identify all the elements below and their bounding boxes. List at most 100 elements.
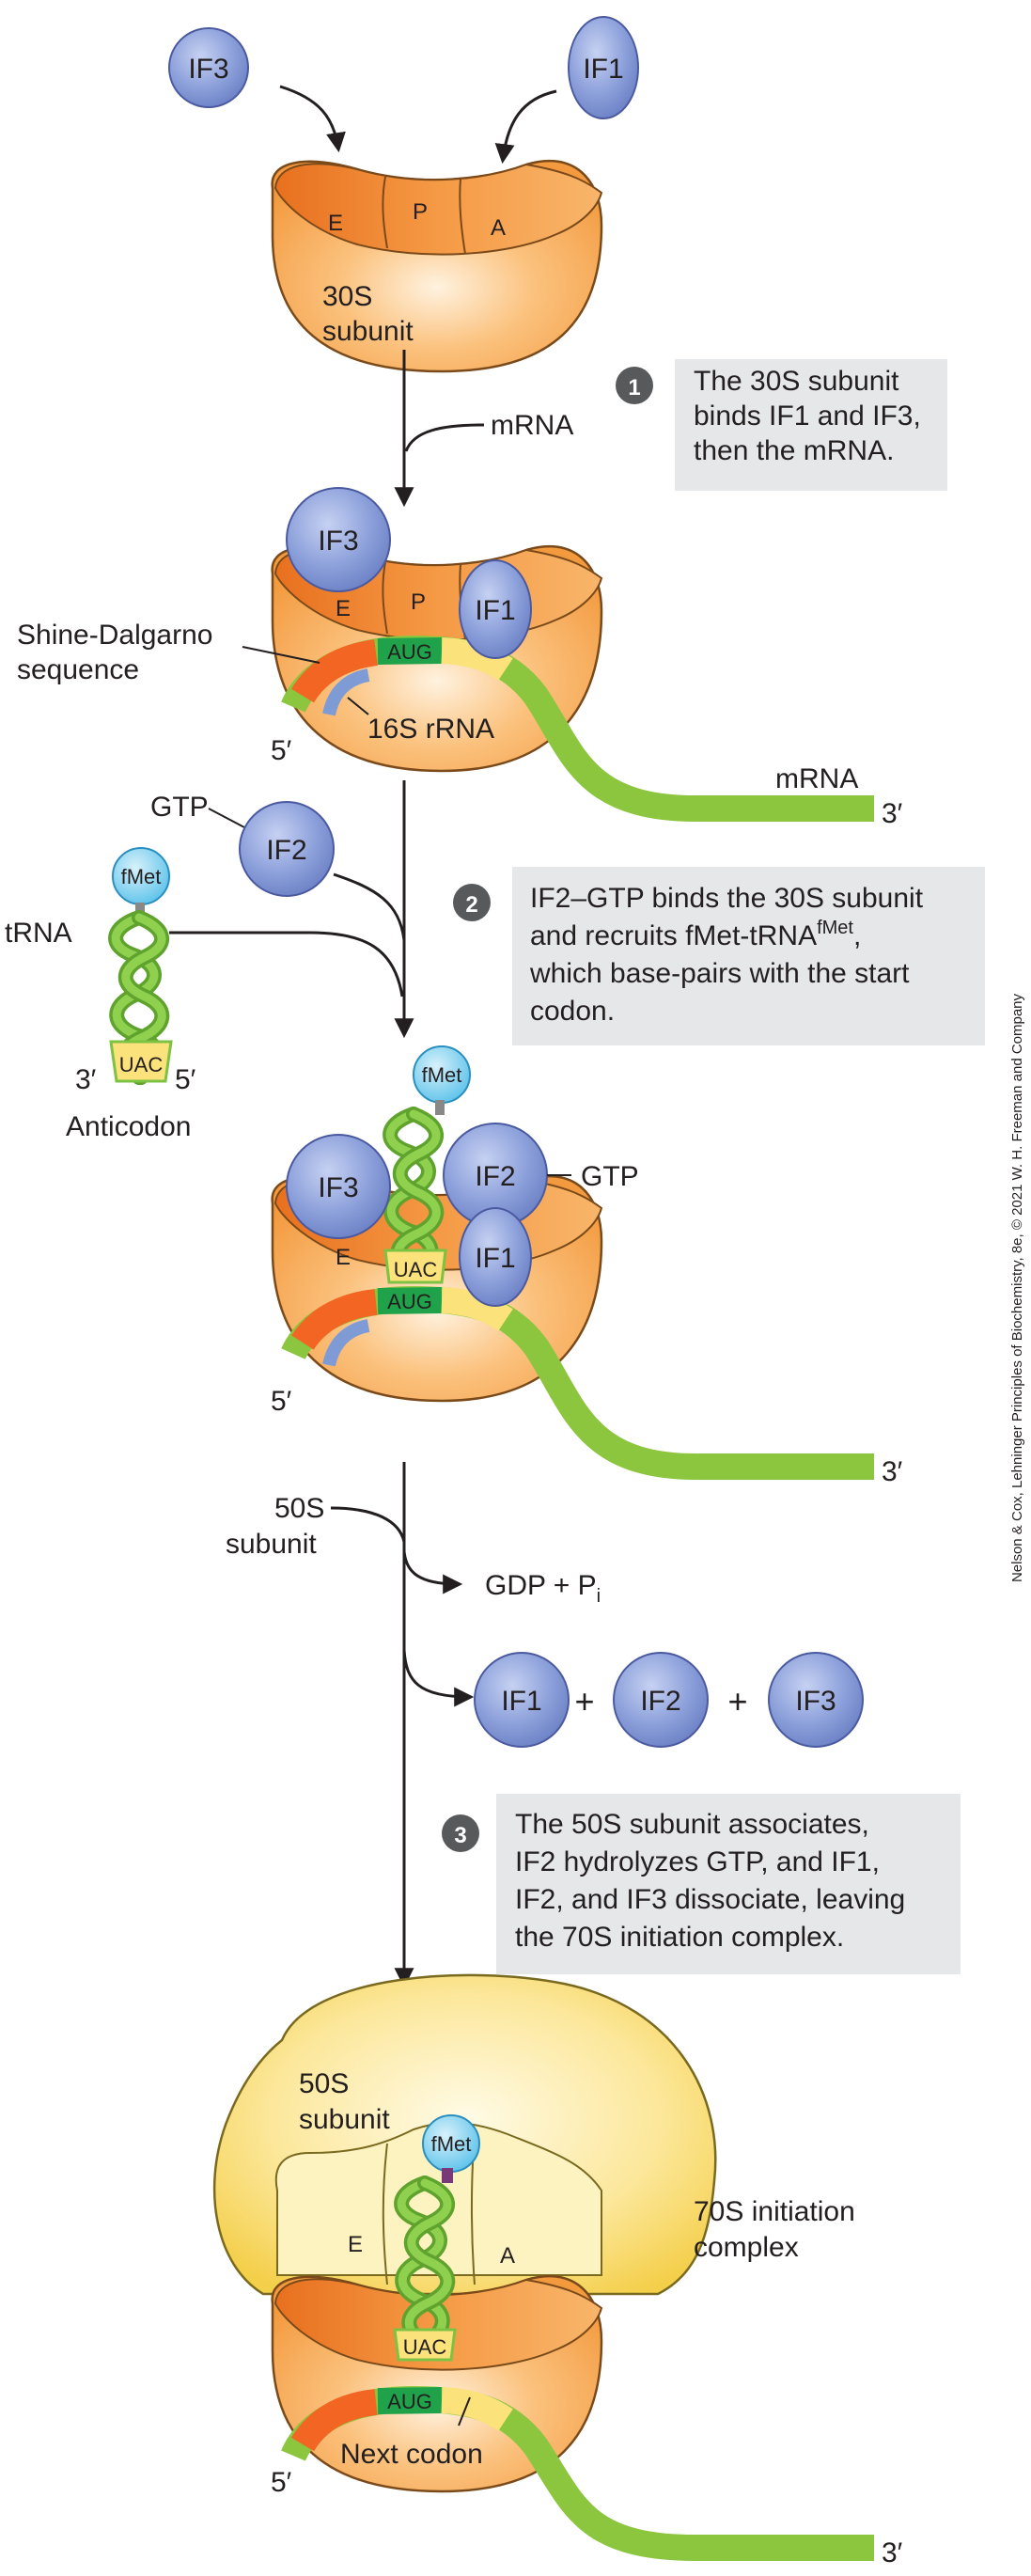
stage3-group: E AUG fMet UAC IF3 IF2 GTP IF1 5′: [271, 1045, 903, 1487]
70s-complex: E A 50S subunit AUG fMet UAC Next codon …: [212, 1973, 903, 2568]
svg-text:E: E: [336, 596, 351, 621]
trna-five-prime: 5′: [175, 1064, 196, 1095]
step2-box: 2 IF2–GTP binds the 30S subunit and recr…: [453, 867, 985, 1045]
aug-codon-segment: [377, 637, 443, 665]
svg-text:and recruits fMet-tRNAfMet,: and recruits fMet-tRNAfMet,: [530, 918, 861, 951]
release-group: 50S subunit GDP + Pi IF1 + IF2 + IF3 3 T…: [226, 1462, 961, 1988]
step3-box: 3 The 50S subunit associates, IF2 hydrol…: [442, 1794, 961, 1974]
shine-dalgarno-label-1: Shine-Dalgarno: [17, 620, 212, 651]
svg-text:AUG: AUG: [387, 1290, 432, 1313]
svg-text:IF1: IF1: [475, 1243, 515, 1274]
trna-free: fMet UAC: [111, 847, 173, 1081]
svg-text:codon.: codon.: [530, 996, 615, 1027]
if1-factor-bound: IF1: [459, 559, 532, 659]
svg-text:E: E: [336, 1245, 351, 1270]
50s-join-label-2: subunit: [226, 1529, 317, 1560]
aug-codon-label: AUG: [387, 640, 432, 664]
e-site-label: E: [328, 211, 343, 236]
svg-text:E: E: [348, 2232, 363, 2257]
three-prime-label-2: 3′: [882, 798, 903, 829]
if3-released: IF3: [768, 1652, 864, 1748]
next-codon-label: Next codon: [340, 2439, 483, 2470]
svg-text:1: 1: [628, 375, 640, 401]
svg-text:IF3: IF3: [318, 526, 358, 557]
svg-text:3′: 3′: [882, 1456, 903, 1487]
svg-text:IF2 hydrolyzes GTP, and IF1,: IF2 hydrolyzes GTP, and IF1,: [515, 1846, 880, 1877]
svg-text:P: P: [411, 589, 426, 615]
svg-text:IF2: IF2: [475, 1161, 515, 1192]
if3-factor: IF3: [168, 27, 249, 108]
svg-text:5′: 5′: [271, 2467, 292, 2498]
if1-factor-3: IF1: [459, 1207, 532, 1307]
if1-released: IF1: [474, 1652, 570, 1748]
svg-text:UAC: UAC: [119, 1053, 164, 1076]
50s-join-label-1: 50S: [274, 1493, 324, 1524]
30s-subunit: E P A 30S subunit: [271, 159, 603, 373]
svg-text:IF3: IF3: [795, 1686, 836, 1717]
svg-text:UAC: UAC: [403, 2335, 447, 2359]
svg-text:IF2, and IF3 dissociate, leavi: IF2, and IF3 dissociate, leaving: [515, 1884, 905, 1915]
p-site-label: P: [413, 199, 428, 225]
svg-text:The 30S subunit: The 30S subunit: [694, 366, 899, 397]
if2-released: IF2: [613, 1652, 709, 1748]
trna-label: tRNA: [5, 918, 72, 949]
svg-text:fMet: fMet: [121, 865, 162, 888]
gdp-pi-label: GDP + Pi: [485, 1570, 601, 1607]
svg-text:+: +: [727, 1682, 747, 1720]
mrna-label-2: mRNA: [775, 763, 858, 794]
svg-text:UAC: UAC: [394, 1258, 438, 1281]
svg-text:fMet: fMet: [431, 2132, 472, 2156]
step1-box: 1 The 30S subunit binds IF1 and IF3, the…: [616, 359, 947, 491]
if2-factor: IF2: [239, 801, 335, 897]
30s-label-line1: 30S: [322, 281, 372, 312]
svg-text:IF1: IF1: [475, 595, 515, 626]
svg-text:5′: 5′: [271, 1386, 292, 1417]
if3-factor-bound: IF3: [286, 487, 391, 592]
stage2-group: E P AUG IF3 IF1 Shine-Dalgarno sequence …: [17, 487, 903, 829]
svg-text:IF1: IF1: [501, 1686, 541, 1717]
16s-rrna-label: 16S rRNA: [367, 714, 494, 745]
svg-text:IF2–GTP binds the 30S subunit: IF2–GTP binds the 30S subunit: [530, 883, 924, 914]
shine-dalgarno-label-2: sequence: [17, 654, 139, 685]
svg-text:IF3: IF3: [318, 1172, 358, 1203]
16s-rrna: [322, 668, 370, 716]
svg-text:fMet: fMet: [422, 1063, 462, 1087]
svg-text:IF3: IF3: [188, 54, 228, 85]
credit-line: Nelson & Cox, Lehninger Principles of Bi…: [1009, 993, 1025, 1583]
svg-text:which base-pairs with the star: which base-pairs with the start: [529, 958, 910, 989]
arrow-if1-to-30s: [494, 89, 557, 165]
svg-text:3′: 3′: [882, 2537, 903, 2568]
70s-label-1: 70S initiation: [694, 2196, 855, 2227]
arrow-if3-to-30s: [279, 85, 346, 153]
svg-text:+: +: [574, 1682, 594, 1720]
anticodon-label: Anticodon: [66, 1111, 191, 1142]
if3-factor-3: IF3: [286, 1134, 391, 1239]
70s-label-2: complex: [694, 2232, 799, 2263]
gtp-label-1: GTP: [150, 792, 209, 823]
svg-text:2: 2: [465, 892, 477, 918]
svg-text:the 70S initiation complex.: the 70S initiation complex.: [515, 1922, 844, 1953]
30s-label-line2: subunit: [322, 316, 414, 347]
svg-text:The 50S subunit associates,: The 50S subunit associates,: [515, 1809, 869, 1840]
trna-70s: fMet UAC: [393, 2114, 480, 2362]
shine-dalgarno-segment: [290, 639, 379, 703]
trna-three-prime: 3′: [75, 1064, 97, 1095]
a-site-label: A: [491, 215, 506, 241]
svg-text:IF2: IF2: [266, 835, 306, 866]
mrna-join-arrow: [404, 423, 485, 452]
svg-text:AUG: AUG: [387, 2390, 432, 2413]
if1-factor: IF1: [568, 16, 639, 119]
svg-text:then the mRNA.: then the mRNA.: [694, 435, 894, 466]
50s-label-1: 50S: [299, 2068, 349, 2099]
trna-if2-joining: GTP IF2 tRNA fMet UAC 3′ 5′ Anticodon 2 …: [5, 780, 985, 1142]
svg-text:binds IF1 and IF3,: binds IF1 and IF3,: [694, 401, 921, 432]
mrna-incoming-label: mRNA: [491, 410, 573, 441]
svg-text:3: 3: [454, 1823, 466, 1848]
svg-text:IF1: IF1: [583, 54, 623, 85]
svg-text:IF2: IF2: [640, 1686, 680, 1717]
trna-bound: fMet UAC: [385, 1045, 471, 1284]
svg-text:A: A: [500, 2243, 515, 2269]
gtp-label-2: GTP: [581, 1161, 639, 1192]
50s-label-2: subunit: [299, 2104, 390, 2135]
